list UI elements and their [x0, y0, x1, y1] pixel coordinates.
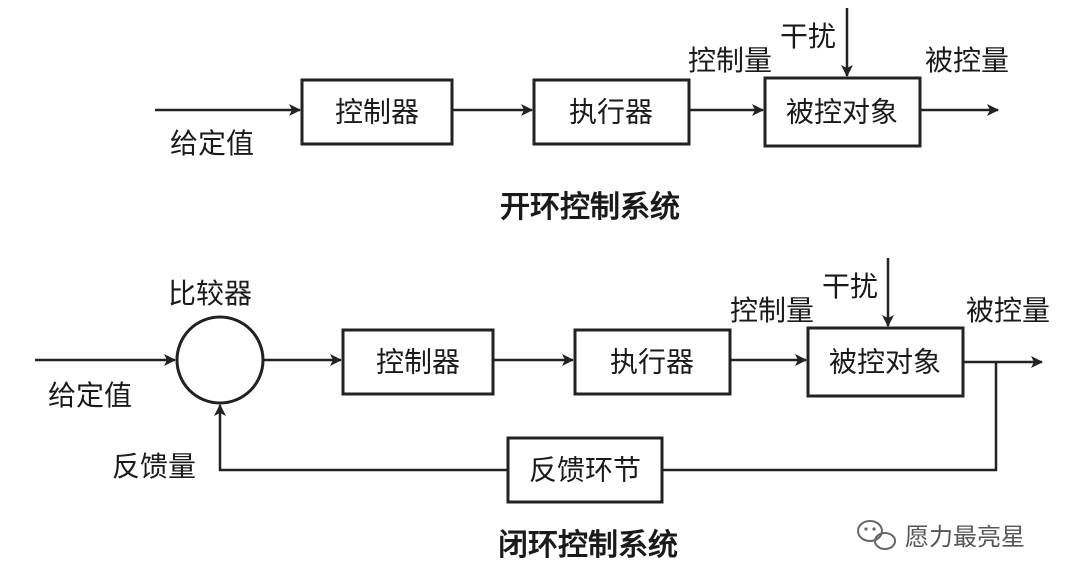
ol-disturbance-label: 干扰 [780, 20, 836, 53]
ol-actuator-label: 执行器 [569, 96, 653, 129]
cl-feedback-var-label: 反馈量 [112, 450, 196, 483]
cl-feedback-path-left [214, 404, 508, 472]
cl-controller-block [341, 328, 495, 396]
cl-disturbance-label: 干扰 [822, 270, 878, 303]
cl-feedback-path-right [662, 362, 998, 472]
ol-title: 开环控制系统 [500, 190, 680, 225]
wechat-icon [857, 520, 896, 550]
ol-input-label: 给定值 [170, 127, 254, 160]
cl-plant-label: 被控对象 [829, 346, 941, 379]
cl-comparator [175, 315, 265, 405]
ol-plant-block [763, 76, 922, 148]
cl-input-label: 给定值 [48, 379, 132, 412]
cl-title: 闭环控制系统 [498, 528, 678, 563]
cl-actuator-block [573, 328, 732, 396]
ol-plant-label: 被控对象 [786, 96, 898, 129]
ol-control-var-label: 控制量 [688, 44, 772, 77]
watermark-text: 愿力最亮星 [905, 523, 1025, 551]
cl-feedback-block-label: 反馈环节 [529, 454, 641, 487]
ol-output-label: 被控量 [925, 44, 1009, 77]
ol-controller-label: 控制器 [335, 96, 419, 129]
closed-loop-diagram: 给定值 比较器 控制器 执行器 控制量 被控对象 干扰 被控量 反馈环节 反馈量… [35, 258, 1050, 563]
cl-output-label: 被控量 [966, 294, 1050, 327]
ol-controller-block [300, 78, 454, 146]
cl-actuator-label: 执行器 [610, 346, 694, 379]
cl-plant-block [806, 326, 965, 398]
cl-controller-label: 控制器 [376, 346, 460, 379]
watermark: 愿力最亮星 [857, 520, 1025, 551]
cl-comparator-label: 比较器 [168, 277, 252, 310]
open-loop-diagram: 给定值 控制器 执行器 控制量 被控对象 干扰 被控量 开环控制系统 [155, 8, 1009, 225]
cl-control-var-label: 控制量 [730, 294, 814, 327]
ol-actuator-block [532, 78, 691, 146]
